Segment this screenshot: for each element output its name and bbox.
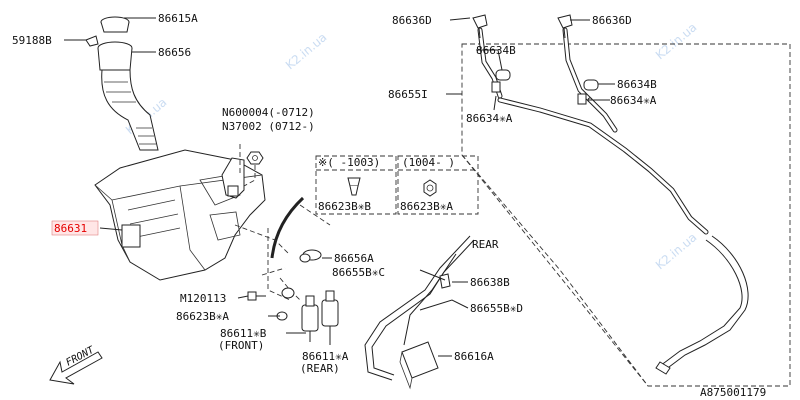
hose-86655i[interactable] xyxy=(477,27,749,371)
watermark: K2.in.ua xyxy=(653,20,700,62)
guide-dash xyxy=(267,228,291,301)
label-86616a[interactable]: 86616A xyxy=(454,350,494,363)
label-86631[interactable]: 86631 xyxy=(54,222,87,235)
label-n37002[interactable]: N37002 (0712-) xyxy=(222,120,315,133)
option-left-header: ※( -1003) xyxy=(318,156,380,169)
joint-86634b-right xyxy=(583,79,599,91)
label-86634b-left[interactable]: 86634B xyxy=(476,44,516,57)
label-rear-upper: REAR xyxy=(472,238,499,251)
nozzle-86636d-left xyxy=(472,14,488,39)
label-86656[interactable]: 86656 xyxy=(158,46,191,59)
pump-86611a[interactable] xyxy=(321,290,339,345)
option-box-left xyxy=(315,155,397,215)
watermark: K2.in.ua xyxy=(283,30,330,72)
label-86615a[interactable]: 86615A xyxy=(158,12,198,25)
label-86656a[interactable]: 86656A xyxy=(334,252,374,265)
joint-86634b-left xyxy=(495,69,511,81)
label-86611b[interactable]: 86611✳B xyxy=(220,327,267,340)
guide-dash xyxy=(234,224,291,256)
nut-dash-line xyxy=(243,165,256,187)
grommet-86638b-icon xyxy=(439,273,451,289)
part-labels: 86615A 59188B 86656 86636D 86636D 86634B… xyxy=(12,12,766,399)
pump-86611b[interactable] xyxy=(301,295,319,342)
rear-connector-icon xyxy=(655,361,671,375)
nozzle-86636d-right xyxy=(557,14,573,39)
label-86655i[interactable]: 86655I xyxy=(388,88,428,101)
label-86634a-left[interactable]: 86634✳A xyxy=(466,112,513,125)
label-front-paren: (FRONT) xyxy=(218,339,264,352)
label-86623b-b[interactable]: 86623B✳B xyxy=(318,200,371,213)
hose-region-outline xyxy=(461,43,791,387)
bolt-m120113-icon xyxy=(247,291,266,301)
label-86611a[interactable]: 86611✳A xyxy=(302,350,349,363)
label-86636d-right[interactable]: 86636D xyxy=(592,14,632,27)
check-valve-86634a-right xyxy=(577,93,587,105)
pump-dash xyxy=(279,277,301,301)
check-valve-86634a-left xyxy=(491,81,501,93)
label-86655b-c[interactable]: 86655B✳C xyxy=(332,266,385,279)
rear-region-divider xyxy=(461,154,649,387)
label-86623b-a-low[interactable]: 86623B✳A xyxy=(176,310,229,323)
label-86636d-left[interactable]: 86636D xyxy=(392,14,432,27)
label-86655b-d[interactable]: 86655B✳D xyxy=(470,302,523,315)
label-86638b[interactable]: 86638B xyxy=(470,276,510,289)
hose-86655b-rear[interactable] xyxy=(364,235,475,381)
module-86616a[interactable] xyxy=(399,341,439,390)
highlight-box-86631 xyxy=(51,220,99,236)
leader-lines xyxy=(64,17,615,357)
nut-n600004-icon xyxy=(246,151,264,165)
label-86634a-right[interactable]: 86634✳A xyxy=(610,94,657,107)
label-rear-paren: (REAR) xyxy=(300,362,340,375)
grommet-86656a-icon xyxy=(299,249,322,263)
option-box-right xyxy=(397,155,479,215)
option-right-header: (1004- ) xyxy=(402,156,455,169)
front-arrow-icon xyxy=(49,351,103,385)
guide-dash xyxy=(261,267,286,276)
label-n600004[interactable]: N600004(-0712) xyxy=(222,106,315,119)
diagram-code: A875001179 xyxy=(700,386,766,399)
label-86623b-a-box[interactable]: 86623B✳A xyxy=(400,200,453,213)
watermark: K2.in.ua xyxy=(653,230,700,272)
label-m120113[interactable]: M120113 xyxy=(180,292,226,305)
grommet-86623b-a-icon xyxy=(276,287,295,321)
tank-hose-86656a xyxy=(270,196,305,259)
washer-tank[interactable] xyxy=(94,16,266,281)
guide-dash xyxy=(299,204,331,226)
clip-59188b-icon xyxy=(85,35,99,47)
label-59188b[interactable]: 59188B xyxy=(12,34,52,47)
label-86634b-right[interactable]: 86634B xyxy=(617,78,657,91)
